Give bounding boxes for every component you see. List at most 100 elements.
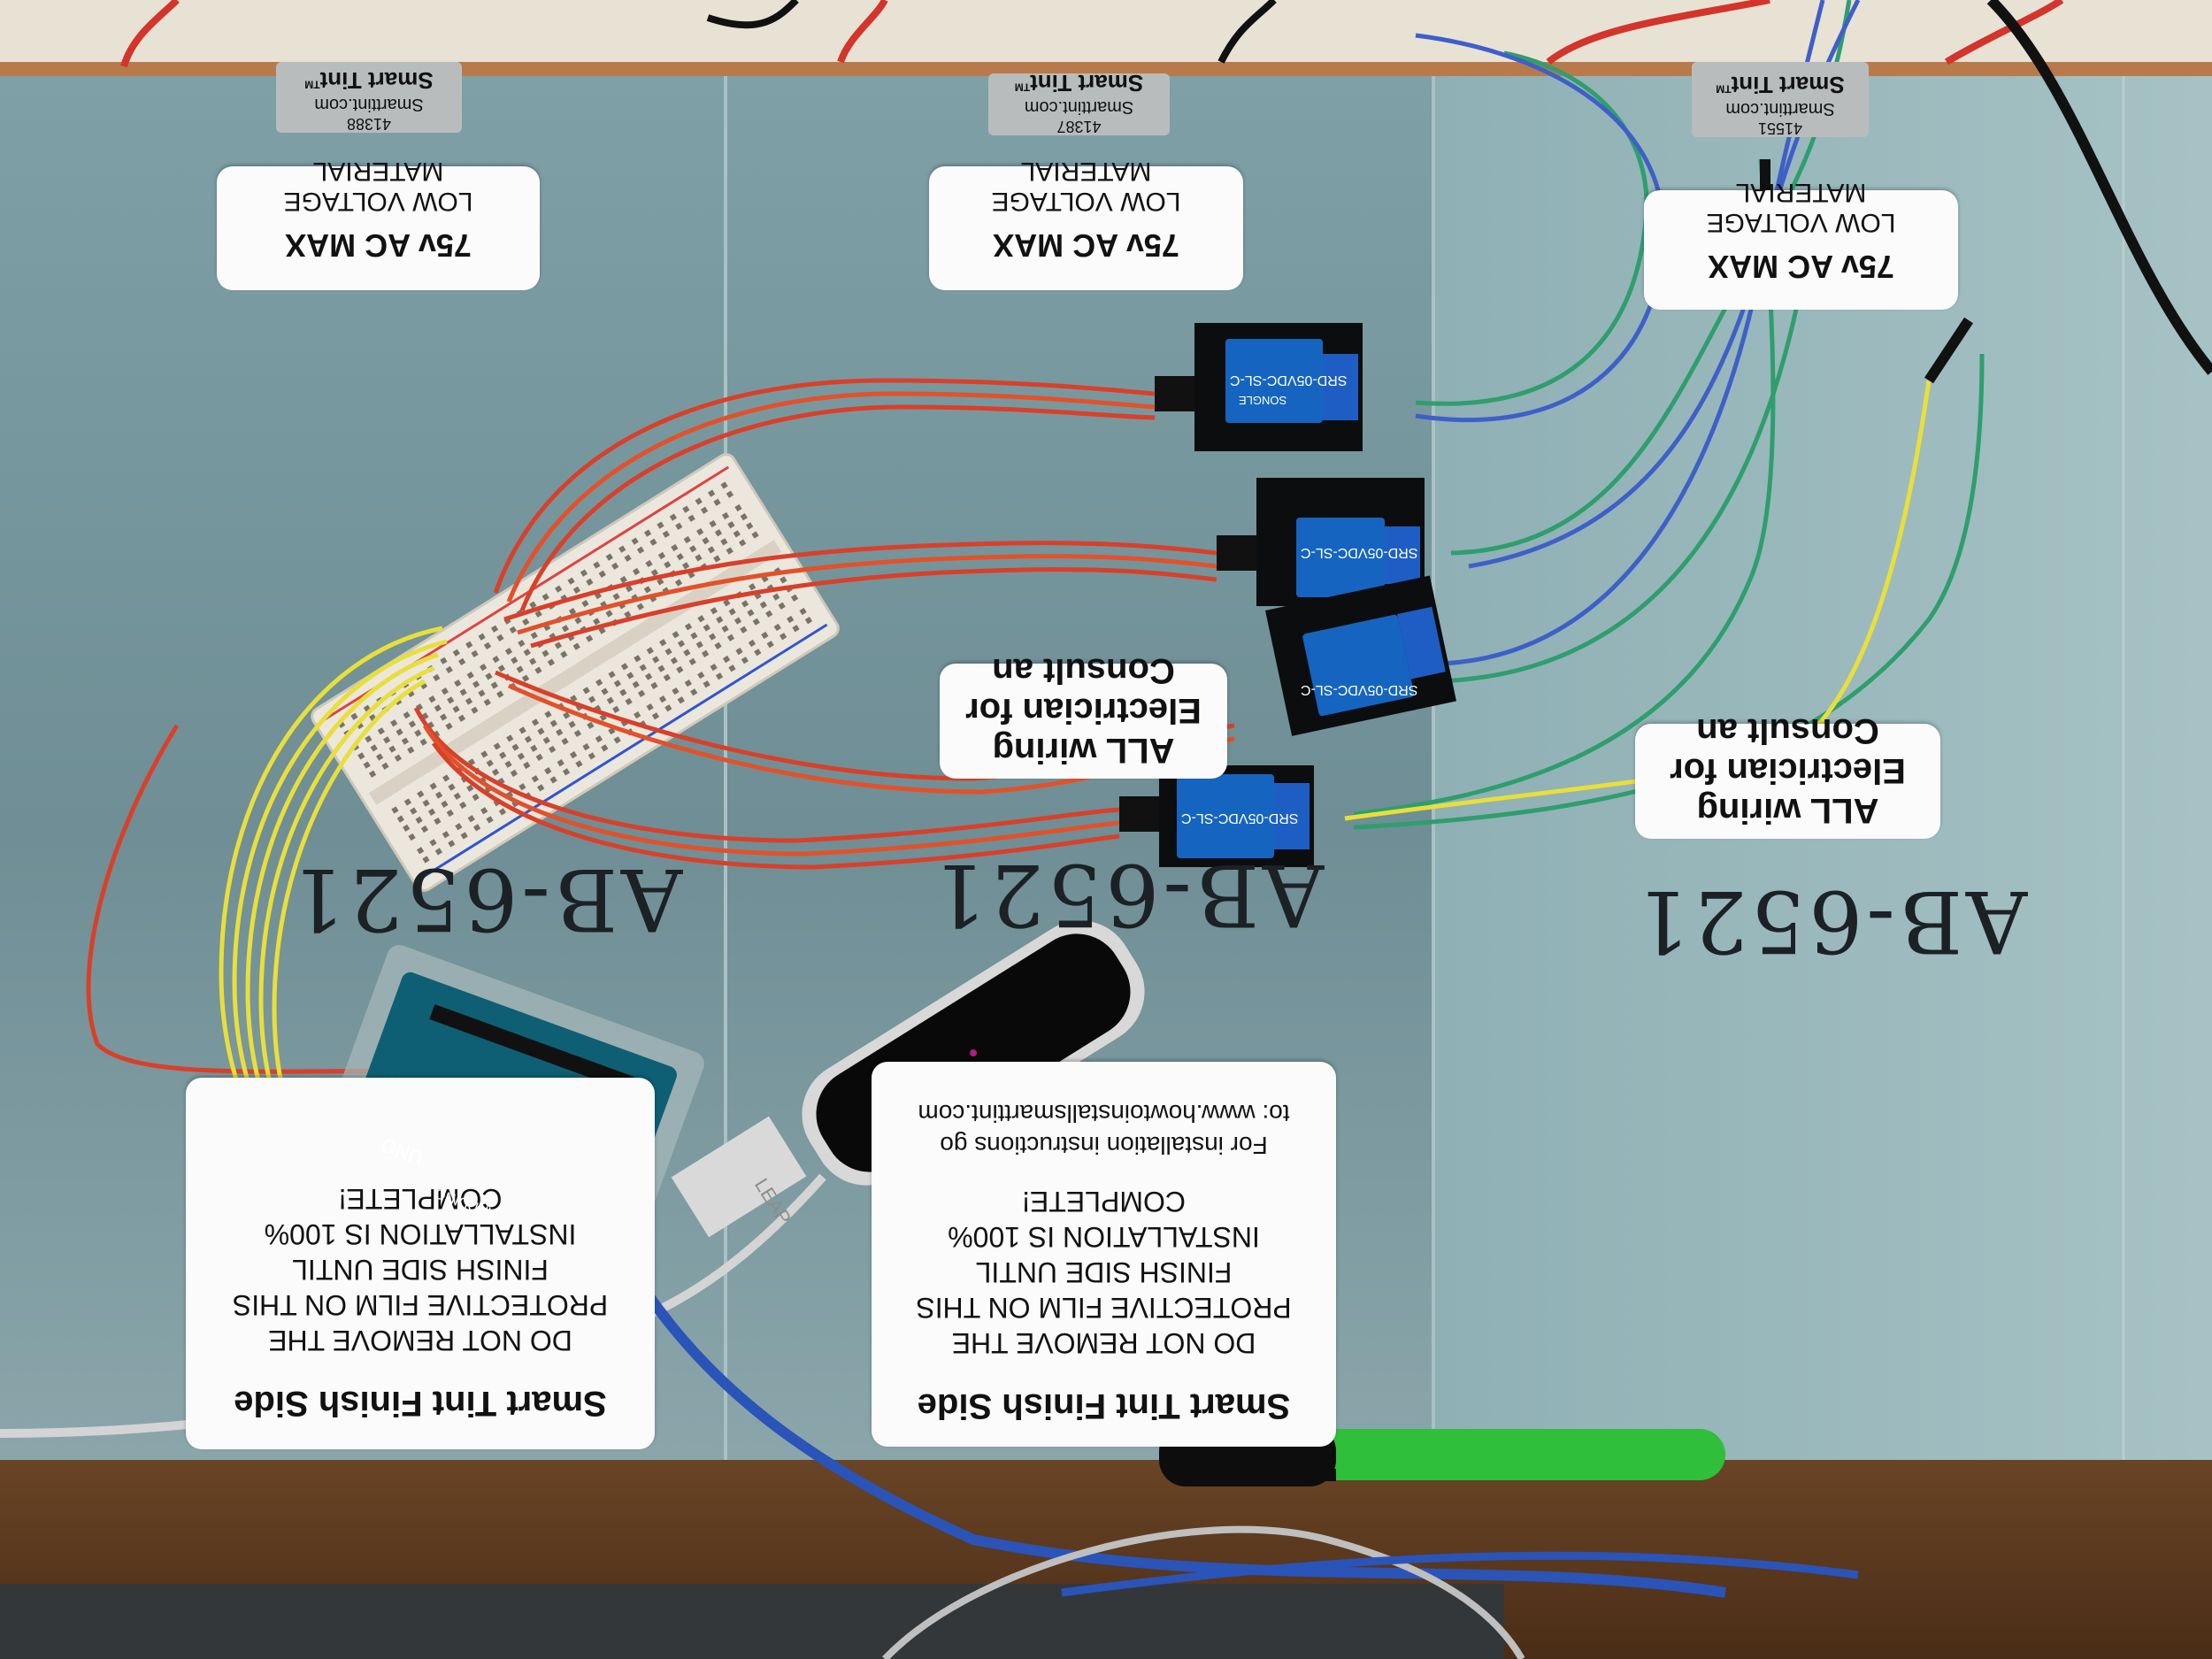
breadboard-hole <box>702 537 710 545</box>
breadboard-hole <box>779 633 787 641</box>
breadboard-hole <box>625 697 633 705</box>
breadboard-hole <box>646 703 654 711</box>
breadboard-hole <box>703 624 710 632</box>
breadboard-hole <box>521 674 530 682</box>
breadboard-hole <box>460 832 468 840</box>
relay-module <box>1155 323 1363 451</box>
breadboard-hole <box>403 798 412 806</box>
breadboard-hole <box>452 649 460 657</box>
voltage-max: 75v AC MAX <box>285 227 472 264</box>
breadboard-hole <box>573 729 582 738</box>
breadboard-hole <box>522 618 530 626</box>
electrician-line-3: ALL wiring <box>992 731 1175 770</box>
breadboard-hole <box>415 816 423 824</box>
breadboard-hole <box>657 664 665 672</box>
breadboard-hole <box>561 737 569 746</box>
breadboard-hole <box>709 519 717 528</box>
breadboard-hole <box>726 490 734 498</box>
breadboard-hole <box>510 769 518 778</box>
breadboard-hole <box>697 671 705 680</box>
breadboard-hole <box>434 817 442 826</box>
breadboard-hole <box>741 600 749 608</box>
breadboard-hole <box>506 734 514 742</box>
breadboard-hole <box>580 569 588 577</box>
breadboard-hole <box>741 657 749 664</box>
breadboard-hole <box>433 673 441 682</box>
breadboard-hole <box>419 738 427 746</box>
breadboard-hole <box>442 774 450 782</box>
breadboard-hole <box>446 809 454 818</box>
breadboard-hole <box>472 680 480 688</box>
breadboard-hole <box>509 626 517 634</box>
breadboard-hole <box>459 688 467 696</box>
breadboard-hole <box>459 801 467 810</box>
breadboard-hole <box>440 657 448 664</box>
breadboard-hole <box>676 553 684 561</box>
finish-body-2: PROTECTIVE FILM ON THIS <box>916 1292 1292 1324</box>
relay-module <box>1119 765 1314 867</box>
breadboard-hole <box>650 569 659 577</box>
breadboard-hole <box>619 688 627 696</box>
breadboard-hole <box>675 522 683 530</box>
breadboard-hole <box>490 681 498 689</box>
breadboard-hole <box>721 625 729 633</box>
model-code-3: AB-6521 <box>1632 872 2028 971</box>
breadboard-hole <box>453 792 461 800</box>
breadboard-hole <box>728 608 736 616</box>
breadboard-hole <box>773 623 781 632</box>
breadboard-hole <box>651 712 660 720</box>
material-line: LOW VOLTAGE MATERIAL <box>283 157 473 216</box>
breadboard-hole <box>710 607 718 615</box>
breadboard-hole <box>605 553 613 561</box>
breadboard-hole <box>751 531 759 539</box>
breadboard-hole <box>646 647 654 655</box>
breadboard-hole <box>639 664 647 672</box>
breadboard-hole <box>585 634 594 642</box>
breadboard-hole <box>479 664 488 672</box>
laptop-edge <box>0 1584 1504 1659</box>
breadboard-hole <box>427 808 436 816</box>
breadboard-hole <box>582 743 590 751</box>
breadboard-hole <box>626 672 634 680</box>
breadboard-hole <box>657 521 664 529</box>
breadboard-hole <box>625 585 634 593</box>
breadboard-hole <box>601 744 609 752</box>
breadboard-hole <box>759 601 767 609</box>
breadboard-hole <box>601 687 609 695</box>
breadboard-hole <box>746 522 754 530</box>
breadboard-hole <box>664 561 672 569</box>
breadboard-hole <box>662 530 670 538</box>
material-line: LOW VOLTAGE MATERIAL <box>1706 178 1896 237</box>
breadboard-hole <box>480 807 488 815</box>
low-voltage-label-2: 75v AC MAX LOW VOLTAGE MATERIAL <box>929 157 1243 290</box>
breadboard-hole <box>778 602 786 610</box>
breadboard-hole <box>530 631 538 640</box>
breadboard-hole <box>557 759 565 767</box>
breadboard-hole <box>690 688 698 696</box>
breadboard-hole <box>377 727 385 735</box>
relay-modules <box>1119 323 1456 867</box>
breadboard-hole <box>766 641 774 649</box>
smarttint-tag-1: 41388 Smarttint.com Smart TintTM <box>276 62 462 133</box>
breadboard-hole <box>714 641 722 649</box>
low-voltage-label-1: 75v AC MAX LOW VOLTAGE MATERIAL <box>217 157 540 290</box>
breadboard-hole <box>537 784 545 792</box>
copper-bus-bar <box>0 62 2212 76</box>
breadboard-hole <box>605 610 613 618</box>
breadboard-hole <box>804 617 813 625</box>
breadboard-hole <box>563 711 571 719</box>
finish-body-5: COMPLETE! <box>338 1183 503 1215</box>
breadboard-hole <box>542 736 550 744</box>
breadboard-hole <box>708 489 716 497</box>
breadboard-hole <box>547 658 555 666</box>
breadboard-hole <box>593 618 601 626</box>
breadboard-hole <box>420 825 429 833</box>
model-code-1: AB-6521 <box>288 849 683 949</box>
breadboard-hole <box>448 783 456 791</box>
breadboard-hole <box>350 712 358 720</box>
breadboard-hole <box>636 603 644 611</box>
brand-url: Smarttint.com <box>314 95 424 114</box>
wall-top <box>0 0 2212 71</box>
breadboard-hole <box>544 710 552 718</box>
breadboard-hole <box>593 561 601 569</box>
